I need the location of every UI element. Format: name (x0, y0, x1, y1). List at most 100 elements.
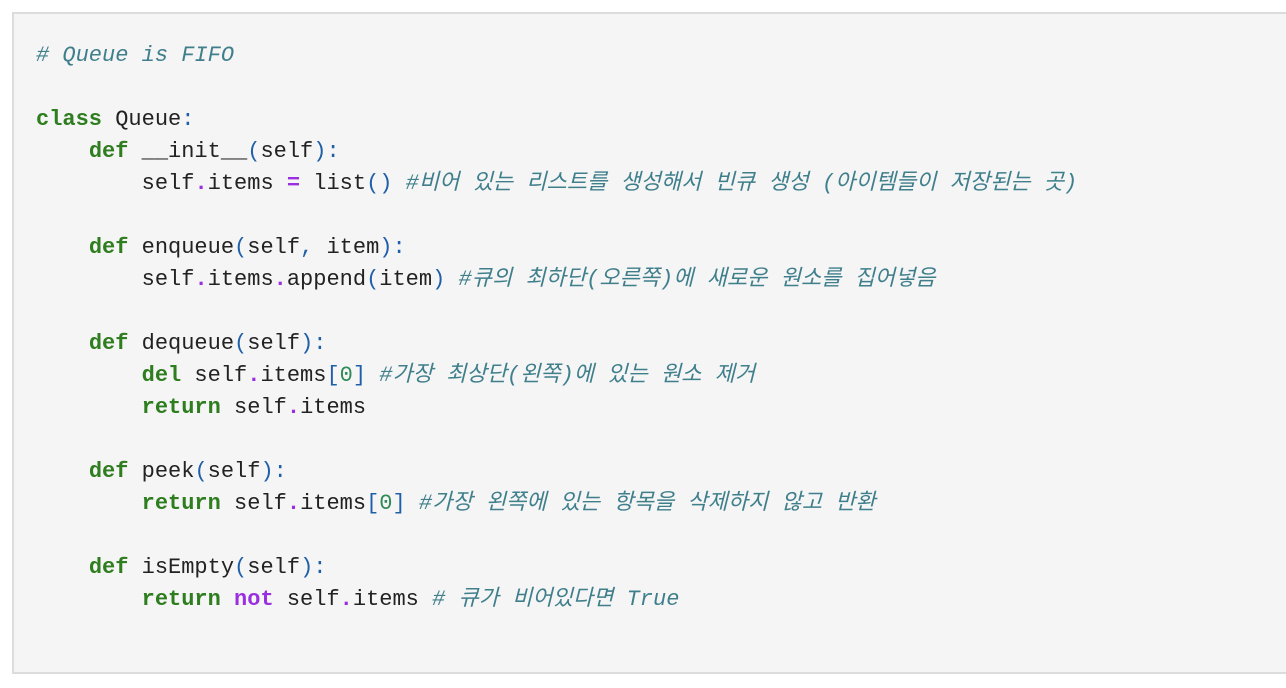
code-line (36, 296, 1077, 328)
code-text-token: items (260, 363, 327, 388)
keyword-token: def (88, 331, 129, 356)
code-line: return self.items (36, 392, 1077, 424)
code-text-token: self (247, 331, 301, 356)
keyword-token: return (141, 395, 221, 420)
code-text-token: item (313, 235, 380, 260)
code-text-token: items (207, 171, 287, 196)
code-text-token: self (247, 235, 301, 260)
code-text-token (36, 459, 89, 484)
punctuation-token: ): (313, 139, 340, 164)
code-content: # Queue is FIFO class Queue: def __init_… (36, 40, 1077, 616)
code-line: del self.items[0] #가장 최상단(왼쪽)에 있는 원소 제거 (36, 360, 1077, 392)
code-line: def peek(self): (36, 456, 1077, 488)
code-text-token: self (36, 171, 195, 196)
code-text-token (36, 555, 89, 580)
code-line: def enqueue(self, item): (36, 232, 1077, 264)
punctuation-token: ( (234, 331, 248, 356)
keyword-token: not (234, 587, 274, 612)
keyword-token: class (36, 107, 103, 132)
code-line (36, 200, 1077, 232)
keyword-token: del (141, 363, 182, 388)
code-text-token (221, 587, 234, 612)
number-token: 0 (339, 363, 353, 388)
punctuation-token: ] (352, 363, 367, 388)
code-line: # Queue is FIFO (36, 40, 1077, 72)
punctuation-token: ( (234, 555, 248, 580)
code-text-token (36, 139, 89, 164)
punctuation-token: ( (366, 267, 380, 292)
code-text-token: enqueue (128, 235, 235, 260)
operator-token: . (194, 267, 208, 292)
code-text-token: item (379, 267, 433, 292)
keyword-token: return (141, 491, 221, 516)
code-text-token: items (207, 267, 274, 292)
comment-token: # 큐가 비어있다면 True (418, 587, 680, 612)
punctuation-token: ): (300, 331, 327, 356)
code-text-token: list (300, 171, 367, 196)
code-line (36, 72, 1077, 104)
code-text-token: self (36, 267, 195, 292)
punctuation-token: ): (379, 235, 406, 260)
operator-token: = (286, 171, 301, 196)
punctuation-token: [ (326, 363, 340, 388)
punctuation-token: ): (300, 555, 327, 580)
code-text-token: self (247, 555, 301, 580)
operator-token: . (194, 171, 208, 196)
punctuation-token: ( (247, 139, 261, 164)
keyword-token: def (88, 555, 129, 580)
operator-token: . (339, 587, 353, 612)
code-text-token: Queue (102, 107, 182, 132)
operator-token: . (286, 395, 301, 420)
code-text-token: items (300, 395, 367, 420)
keyword-token: def (88, 459, 129, 484)
code-text-token: isEmpty (128, 555, 235, 580)
punctuation-token: ) (432, 267, 446, 292)
code-text-token (36, 363, 142, 388)
code-line: class Queue: (36, 104, 1077, 136)
punctuation-token: ] (392, 491, 406, 516)
code-text-token: append (286, 267, 367, 292)
code-text-token: items (352, 587, 419, 612)
comment-token: #가장 최상단(왼쪽)에 있는 원소 제거 (366, 363, 756, 388)
code-text-token: self (260, 139, 314, 164)
code-line: return self.items[0] #가장 왼쪽에 있는 항목을 삭제하지… (36, 488, 1077, 520)
code-line: self.items.append(item) #큐의 최하단(오른쪽)에 새로… (36, 264, 1077, 296)
code-line: self.items = list() #비어 있는 리스트를 생성해서 빈큐 … (36, 168, 1078, 200)
comment-token: #가장 왼쪽에 있는 항목을 삭제하지 않고 반환 (405, 491, 876, 516)
code-text-token: self (220, 491, 287, 516)
code-text-token (36, 491, 142, 516)
code-text-token: self (273, 587, 340, 612)
comment-token: # Queue is FIFO (36, 43, 235, 68)
code-line: def __init__(self): (36, 136, 1077, 168)
code-text-token: self (181, 363, 248, 388)
comment-token: #큐의 최하단(오른쪽)에 새로운 원소를 집어넣음 (445, 267, 936, 292)
code-text-token (36, 331, 89, 356)
operator-token: . (286, 491, 301, 516)
punctuation-token: : (181, 107, 195, 132)
punctuation-token: ): (260, 459, 287, 484)
operator-token: . (247, 363, 261, 388)
punctuation-token: [ (366, 491, 380, 516)
keyword-token: def (88, 235, 129, 260)
punctuation-token: , (300, 235, 314, 260)
code-text-token (36, 235, 89, 260)
code-line (36, 520, 1077, 552)
code-text-token (36, 587, 142, 612)
code-text-token: __init__ (128, 139, 248, 164)
keyword-token: return (141, 587, 221, 612)
punctuation-token: () (366, 171, 393, 196)
code-text-token: dequeue (128, 331, 235, 356)
punctuation-token: ( (234, 235, 248, 260)
code-text-token: peek (128, 459, 195, 484)
code-text-token (36, 395, 142, 420)
number-token: 0 (379, 491, 393, 516)
comment-token: #비어 있는 리스트를 생성해서 빈큐 생성 (아이템들이 저장된는 곳) (392, 171, 1078, 196)
code-block: # Queue is FIFO class Queue: def __init_… (12, 12, 1286, 674)
operator-token: . (273, 267, 287, 292)
code-text-token: self (207, 459, 261, 484)
code-line: def dequeue(self): (36, 328, 1077, 360)
code-text-token: self (220, 395, 287, 420)
code-line (36, 424, 1077, 456)
code-line: return not self.items # 큐가 비어있다면 True (36, 584, 1077, 616)
punctuation-token: ( (194, 459, 208, 484)
